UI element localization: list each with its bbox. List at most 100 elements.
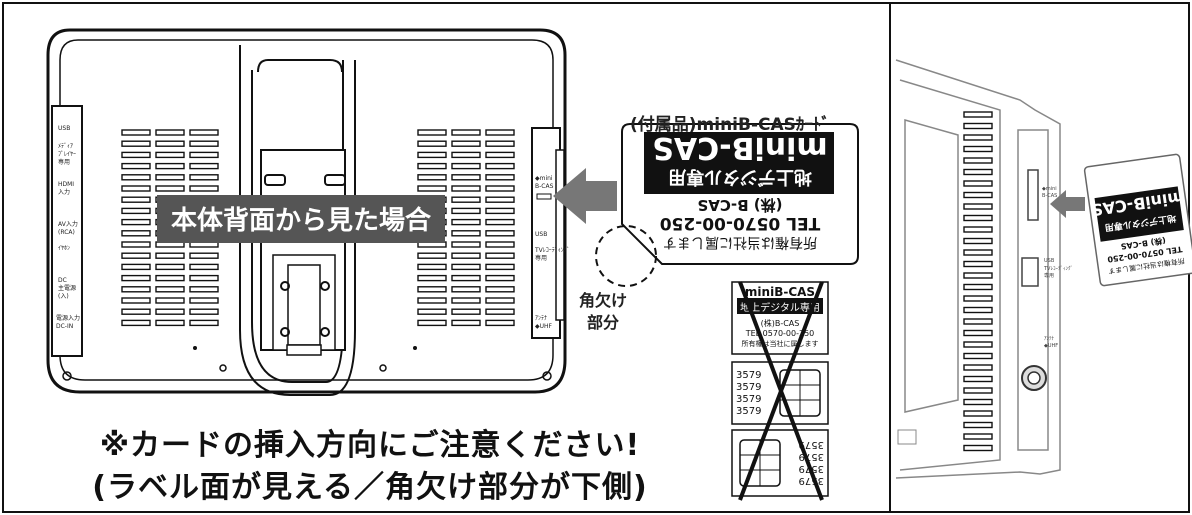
wrong-card-number: 3579 bbox=[799, 439, 824, 450]
vent-slot bbox=[963, 352, 993, 360]
banner-text: 本体背面から見た場合 bbox=[171, 205, 432, 236]
vent-slot bbox=[485, 274, 515, 282]
vent-slot bbox=[485, 151, 515, 159]
vent-slot bbox=[417, 174, 447, 181]
vent-slot bbox=[963, 226, 993, 233]
notch-label: 角欠け 部分 bbox=[568, 290, 638, 334]
wrong-card-number: 3579 bbox=[799, 475, 824, 486]
port-label: USB bbox=[58, 125, 70, 132]
vent-slot bbox=[963, 283, 993, 291]
caution-line-1: ※カードの挿入方向にご注意ください! bbox=[99, 428, 641, 463]
card-caption: (付属品)miniB-CASｶｰﾄﾞ bbox=[630, 115, 830, 135]
vent-slot bbox=[485, 218, 515, 226]
vent-slot bbox=[417, 263, 447, 271]
vent-slot bbox=[485, 185, 515, 192]
port-label: 専用 bbox=[58, 158, 70, 166]
vent-slot bbox=[485, 263, 515, 271]
notch-label-line: 角欠け bbox=[578, 291, 627, 310]
stand bbox=[239, 45, 356, 396]
vent-slot bbox=[963, 157, 993, 164]
vent-slot bbox=[485, 297, 515, 304]
tv-side-view: ◆mini B-CAS USB TVﾚｺｰﾃﾞｨﾝｸﾞ 専用 ｱﾝﾃﾅ ◆UHF… bbox=[895, 59, 1192, 479]
vent-slot bbox=[485, 196, 515, 203]
port-label: 主電源 bbox=[58, 284, 76, 292]
vent-slot bbox=[451, 196, 481, 203]
vent-slot bbox=[121, 207, 151, 215]
port-label: 電源入力 bbox=[56, 314, 80, 322]
side-minib-cas-card: 所有権は当社に属します TEL 0570-00-250 (株) B-CAS 地上… bbox=[1083, 153, 1192, 287]
vent-slot bbox=[155, 297, 185, 304]
rear-view-banner: 本体背面から見た場合 bbox=[157, 195, 445, 243]
wrong-card-number: 3579 bbox=[736, 382, 761, 393]
vent-slot bbox=[451, 207, 481, 215]
left-port-labels: USB ﾒﾃﾞｨｱ ﾌﾟﾚｲﾔｰ 専用 HDMI 入力 AV入力 (RCA) ｲ… bbox=[56, 125, 80, 330]
port-label: ﾌﾟﾚｲﾔｰ bbox=[58, 151, 76, 158]
vent-slot bbox=[121, 129, 151, 136]
vent-slot bbox=[417, 151, 447, 159]
port-label: (入) bbox=[58, 293, 69, 300]
vent-slot bbox=[451, 319, 481, 327]
vent-slot bbox=[189, 252, 219, 259]
vent-slot bbox=[189, 297, 219, 304]
vent-slot bbox=[155, 162, 185, 170]
vent-slot bbox=[963, 329, 993, 337]
vent-slot bbox=[963, 260, 993, 268]
right-port-labels: ◆mini B-CAS USB TVﾚｺｰﾃﾞｨﾝｸﾞ 専用 ｱﾝﾃﾅ ◆UHF bbox=[534, 175, 570, 330]
port-label: ◆UHF bbox=[535, 323, 553, 330]
port-label: AV入力 bbox=[58, 220, 78, 228]
side-insert-arrow bbox=[1050, 190, 1085, 218]
caution-line-2: (ラベル面が見える／角欠け部分が下側) bbox=[92, 470, 648, 505]
vent-slot bbox=[417, 129, 447, 136]
panel-divider bbox=[889, 2, 891, 513]
vent-slot bbox=[451, 185, 481, 192]
vent-slot bbox=[485, 174, 515, 181]
vent-slot bbox=[417, 319, 447, 327]
port-label: B-CAS bbox=[535, 183, 554, 190]
vent-slot bbox=[417, 308, 447, 315]
vent-slot bbox=[189, 174, 219, 181]
vent-slot bbox=[189, 319, 219, 327]
card-tel-text: TEL 0570-00-250 bbox=[660, 213, 821, 233]
card-digital-text: 地上デジタル専用 bbox=[668, 166, 812, 188]
vent-slot bbox=[485, 286, 515, 293]
vent-slot bbox=[485, 252, 515, 259]
vent-slot bbox=[485, 308, 515, 315]
side-label: ｱﾝﾃﾅ bbox=[1044, 336, 1055, 342]
vent-slot bbox=[963, 214, 993, 222]
vent-slot bbox=[155, 185, 185, 192]
vent-slot bbox=[451, 218, 481, 226]
vent-slot bbox=[417, 297, 447, 304]
side-label: TVﾚｺｰﾃﾞｨﾝｸﾞ bbox=[1043, 265, 1073, 272]
vent-slot bbox=[121, 185, 151, 192]
wrong-card-line: (株)B-CAS bbox=[761, 318, 800, 328]
vent-slot bbox=[155, 151, 185, 159]
card-brand-text: miniB-CAS bbox=[652, 130, 827, 165]
wrong-card-title: miniB-CAS bbox=[745, 285, 815, 299]
vent-slot bbox=[189, 185, 219, 192]
vent-slot bbox=[417, 274, 447, 282]
port-label: (RCA) bbox=[58, 229, 75, 236]
vent-slot bbox=[155, 252, 185, 259]
vent-slots-left bbox=[121, 129, 219, 327]
vent-slot bbox=[451, 174, 481, 181]
side-label: 専用 bbox=[1044, 272, 1054, 279]
vent-slot bbox=[451, 140, 481, 147]
wrong-card-number: 3579 bbox=[736, 394, 761, 405]
side-label: B-CAS bbox=[1042, 193, 1057, 199]
vent-slot bbox=[963, 421, 993, 429]
vent-slot bbox=[963, 272, 993, 279]
port-label: ◆mini bbox=[535, 175, 553, 182]
vent-slot bbox=[963, 364, 993, 371]
vent-slot bbox=[963, 122, 993, 130]
notch-circle bbox=[595, 225, 657, 287]
vent-slot bbox=[121, 151, 151, 159]
vent-slot bbox=[963, 111, 993, 118]
vent-slot bbox=[155, 263, 185, 271]
vent-slot bbox=[121, 241, 151, 248]
port-label: 入力 bbox=[58, 188, 70, 196]
vent-slot bbox=[451, 129, 481, 136]
vent-slot bbox=[963, 398, 993, 406]
vent-slot bbox=[451, 297, 481, 304]
vent-slot bbox=[451, 263, 481, 271]
vent-slot bbox=[963, 341, 993, 348]
